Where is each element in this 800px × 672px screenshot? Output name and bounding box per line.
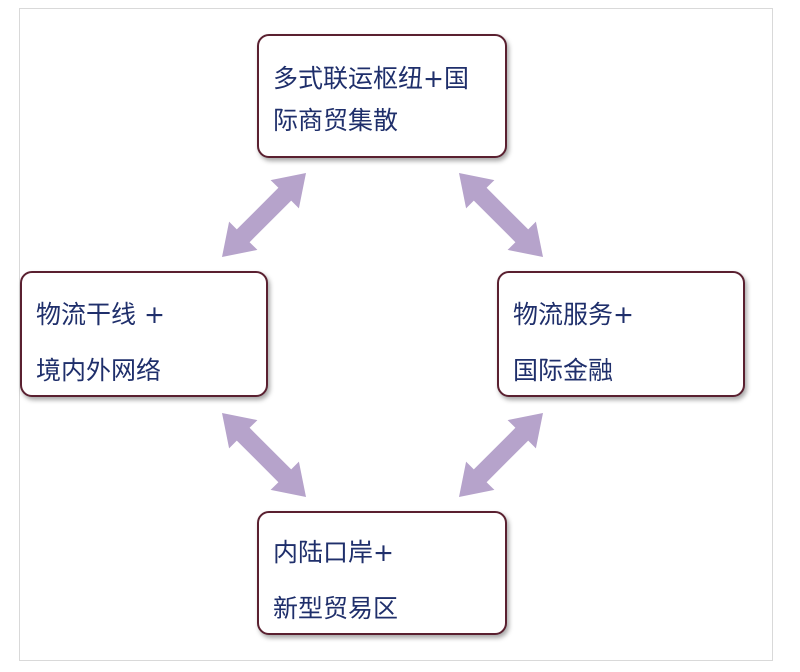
node-top-line-1: 多式联运枢纽+国 [273, 64, 469, 93]
node-bottom-line-1: 内陆口岸+ [273, 538, 394, 567]
node-left-line-2: 境内外网络 [36, 356, 162, 385]
node-logistics-finance: 物流服务+ 国际金融 [497, 271, 745, 397]
double-arrow-left-bottom [222, 413, 306, 497]
node-inland-port: 内陆口岸+ 新型贸易区 [257, 511, 507, 635]
diagram-frame [19, 8, 773, 661]
node-top-line-2: 际商贸集散 [273, 106, 399, 135]
node-left-line-1: 物流干线 + [36, 300, 165, 329]
node-right-line-2: 国际金融 [513, 356, 614, 385]
node-right-line-1: 物流服务+ [513, 300, 634, 329]
node-bottom-line-2: 新型贸易区 [273, 594, 399, 623]
node-multimodal-hub: 多式联运枢纽+国 际商贸集散 [257, 34, 507, 158]
node-logistics-trunk: 物流干线 + 境内外网络 [20, 271, 268, 397]
double-arrow-top-right [459, 173, 543, 257]
double-arrow-top-left [222, 173, 306, 257]
double-arrow-right-bottom [459, 413, 543, 497]
